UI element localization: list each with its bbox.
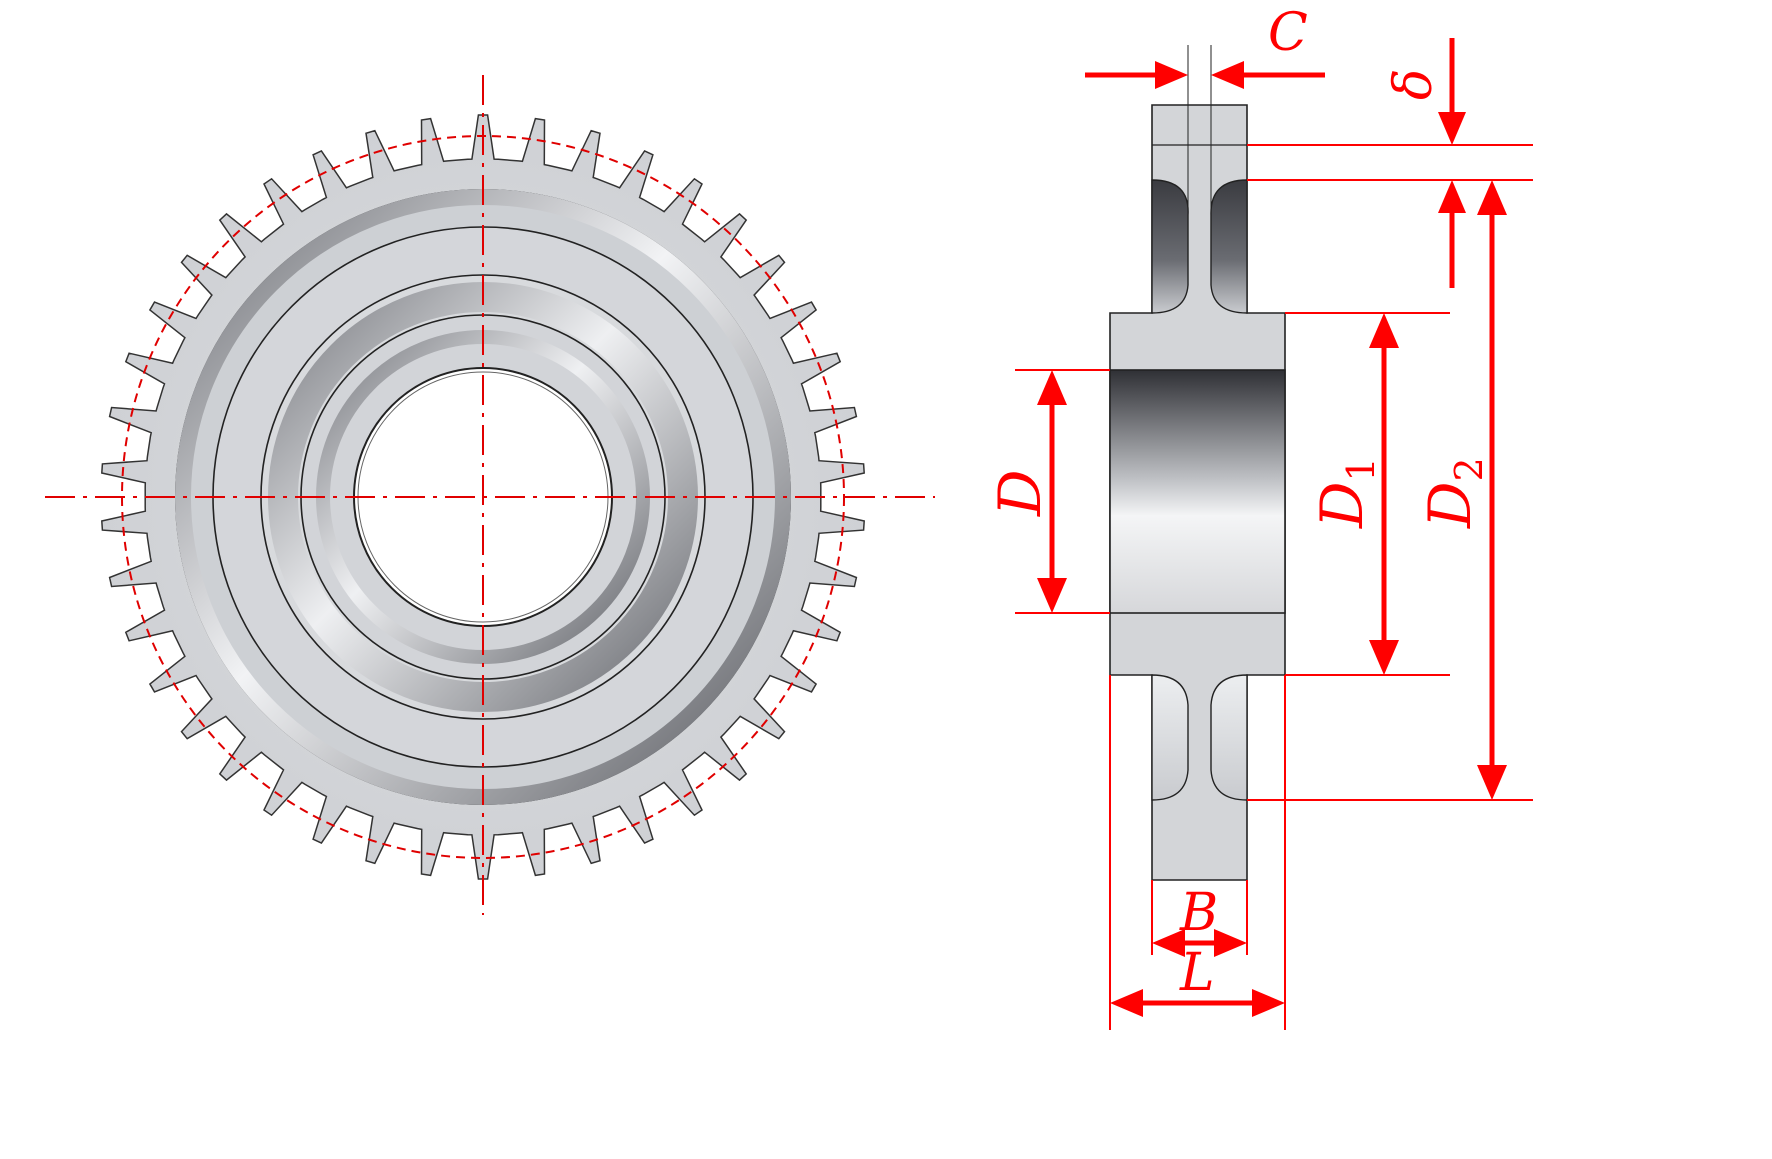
upper-web-recess-right [1210, 179, 1248, 314]
lower-web-recess-right [1210, 674, 1248, 801]
label-c: C [1268, 3, 1308, 63]
extension-lines [1015, 144, 1533, 1030]
gear-side-view: C δ D2 D1 D [986, 3, 1533, 1030]
label-b: B [1179, 883, 1218, 943]
gear-front-view [45, 75, 935, 915]
label-d: D [986, 469, 1054, 517]
label-d1: D1 [1308, 457, 1383, 529]
bore-section [1109, 369, 1286, 614]
dimension-d: D [986, 370, 1067, 613]
dimension-c: C [1085, 3, 1325, 89]
dimension-d2: D2 [1416, 180, 1507, 800]
dimension-d1: D1 [1308, 313, 1399, 675]
lower-web-recess-left [1151, 674, 1189, 801]
label-l: L [1179, 943, 1215, 1003]
dimension-l: L [1110, 943, 1285, 1017]
dimension-delta: δ [1384, 38, 1466, 288]
label-d2: D2 [1416, 457, 1491, 529]
upper-web-recess-left [1151, 179, 1189, 314]
dimension-b: B [1152, 883, 1247, 957]
label-delta: δ [1384, 69, 1444, 100]
